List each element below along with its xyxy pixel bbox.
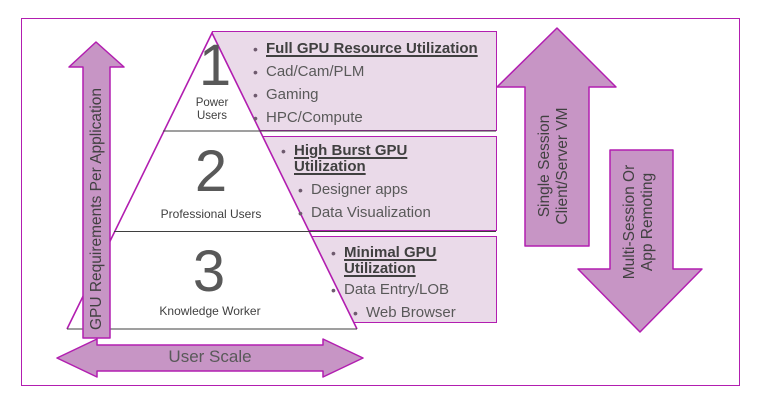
list-item: • Designer apps [281,180,493,200]
single-session-arrow-label-line1: Single Session [536,114,553,218]
callout-tier2-item-1: Designer apps [311,181,408,198]
callout-box-tier1 [212,31,497,131]
tier-1-label: Power Users [195,97,229,122]
gpu-requirements-up-arrow [68,41,125,339]
callout-tier1-item-2: Gaming [266,86,319,103]
tier-2-number: 2 [194,139,228,204]
bullet-icon: • [331,282,336,298]
tier-3-number: 3 [192,239,226,304]
single-session-arrow-label: Single Session Client/Server VM [536,107,572,224]
list-item: • Cad/Cam/PLM [253,62,493,82]
bullet-icon: • [281,143,286,159]
list-item: • Data Entry/LOB [331,280,494,300]
callout-tier1-heading-row: • Full GPU Resource Utilization [253,39,493,59]
bullet-icon: • [253,110,258,126]
user-scale-double-arrow [56,338,364,378]
bullet-icon: • [353,305,358,321]
pyramid-edges [66,31,358,330]
single-session-up-arrow [496,27,617,247]
callout-tier2-heading: High Burst GPU Utilization [294,142,408,175]
callout-tier3-heading-row: • Minimal GPU Utilization [331,243,494,277]
callout-tier3-heading: Minimal GPU Utilization [344,244,437,277]
callout-tier1-heading: Full GPU Resource Utilization [266,40,478,57]
list-item: • Gaming [253,85,493,105]
user-scale-axis-label: User Scale [168,347,252,366]
callout-tier2-heading-row: • High Burst GPU Utilization [281,141,493,175]
list-item: • HPC/Compute [253,108,493,128]
bullet-icon: • [253,41,258,57]
bullet-icon: • [298,205,303,221]
callout-tier1-item-1: Cad/Cam/PLM [266,63,365,80]
pyramid [67,33,357,329]
callout-tier1-content: • Full GPU Resource Utilization • Cad/Ca… [253,39,493,128]
callout-tier2-item-2: Data Visualization [311,204,431,221]
callout-tier2-content: • High Burst GPU Utilization • Designer … [281,141,493,223]
bullet-icon: • [331,245,336,261]
multi-session-arrow-label-line2: App Remoting [639,172,656,272]
bullet-icon: • [253,87,258,103]
tier-2-label: Professional Users [160,207,262,221]
multi-session-arrow-label: Multi-Session Or App Remoting [621,165,657,280]
tier-1-number: 1 [198,33,232,98]
bullet-icon: • [253,64,258,80]
single-session-arrow-label-line2: Client/Server VM [554,107,571,225]
list-item: • Web Browser [331,303,494,323]
multi-session-down-arrow [577,149,703,333]
multi-session-arrow-label-line1: Multi-Session Or [621,164,638,280]
callout-tier3-item-2: Web Browser [366,304,456,321]
callout-tier3-content: • Minimal GPU Utilization • Data Entry/L… [331,243,494,323]
bullet-icon: • [298,182,303,198]
callout-tier3-item-1: Data Entry/LOB [344,281,450,298]
gpu-requirements-axis-label: GPU Requirements Per Application [88,87,105,331]
callout-tier1-item-3: HPC/Compute [266,109,363,126]
list-item: • Data Visualization [281,203,493,223]
tier-3-label: Knowledge Worker [159,304,261,318]
